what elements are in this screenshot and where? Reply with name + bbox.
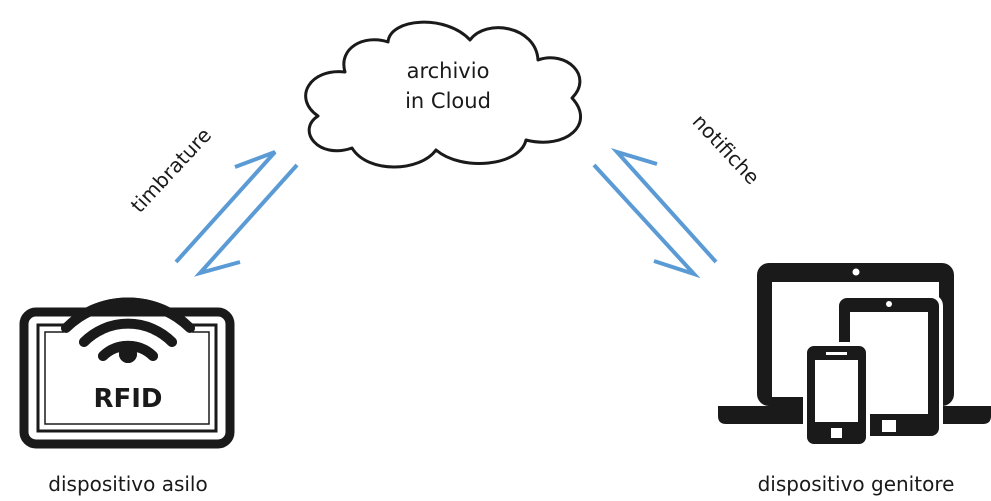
cloud-label-line2: in Cloud — [405, 89, 491, 113]
timbrature-arrows — [174, 150, 299, 277]
rfid-caption: dispositivo asilo — [48, 472, 207, 496]
notifiche-arrows — [592, 148, 718, 279]
phone-icon — [803, 342, 870, 448]
rfid-device: RFID dispositivo asilo — [19, 297, 235, 496]
rfid-badge-text: RFID — [93, 384, 162, 414]
arrow-down-to-rfid — [193, 163, 299, 277]
cloud-label-line1: archivio — [407, 59, 490, 83]
cloud-node: archivio in Cloud — [304, 20, 582, 169]
arrow-up-to-cloud-right — [610, 148, 718, 264]
parent-devices-caption: dispositivo genitore — [758, 472, 955, 496]
cloud-icon — [304, 20, 582, 169]
timbrature-label: timbrature — [126, 123, 216, 217]
rfid-reader-icon — [19, 297, 235, 449]
arrow-up-to-cloud — [174, 150, 277, 264]
notifiche-label: notifiche — [688, 109, 765, 189]
parent-devices: dispositivo genitore — [718, 263, 991, 496]
arrow-down-to-parent — [592, 163, 701, 279]
